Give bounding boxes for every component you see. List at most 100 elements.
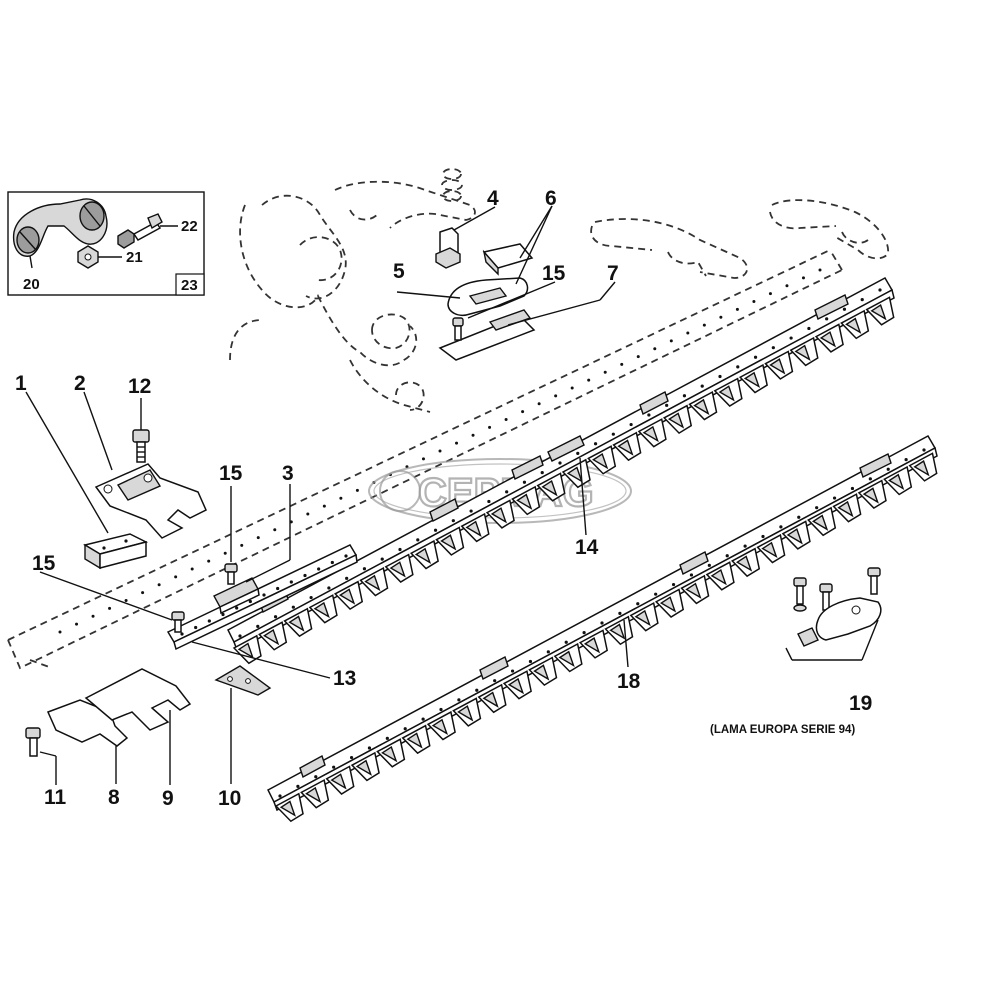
knife-section-bevel — [667, 412, 685, 429]
rivet-hole — [718, 374, 722, 379]
part-15-screws — [171, 563, 238, 633]
rivet-hole — [433, 528, 438, 532]
rivet-hole — [322, 504, 326, 508]
rivet-hole — [344, 554, 348, 558]
rivet-hole — [753, 355, 758, 359]
callout-6: 6 — [545, 187, 557, 210]
callout-21: 21 — [126, 249, 143, 266]
knife-section-bevel — [743, 371, 761, 389]
part-11-bolt — [25, 727, 41, 757]
rivet-hole — [367, 746, 372, 750]
rivet-hole — [878, 288, 882, 292]
bar-holes — [58, 268, 822, 634]
rivet-hole — [493, 679, 497, 683]
rivet-hole — [779, 525, 783, 529]
knife-section-bevel — [533, 664, 550, 681]
knife-section-bevel — [355, 759, 372, 776]
rivet-hole — [725, 554, 729, 558]
rivet-hole — [665, 403, 669, 407]
rivet-hole — [248, 599, 252, 604]
rivet-hole — [768, 292, 772, 296]
rivet-hole — [262, 593, 266, 597]
knife-section-bevel — [870, 304, 887, 321]
rivet-hole — [832, 496, 837, 500]
knife-section-bevel — [566, 466, 583, 483]
rivet-hole — [174, 575, 178, 579]
rivet-hole — [922, 448, 926, 452]
knife-section-bevel — [913, 460, 930, 477]
knife-section-bevel — [288, 615, 305, 632]
rivet-hole — [504, 418, 508, 422]
rivet-hole — [682, 394, 687, 398]
rivet-hole — [141, 591, 145, 595]
knife-section-bevel — [642, 425, 659, 443]
knife-section-bevel — [431, 718, 449, 736]
callout-4: 4 — [487, 187, 499, 210]
knife-section-bevel — [583, 637, 601, 654]
rivet-hole — [654, 592, 658, 596]
rivet-hole — [157, 583, 161, 587]
callout-3: 3 — [282, 462, 294, 485]
rivet-hole — [355, 488, 359, 492]
rivet-hole — [194, 625, 198, 630]
callout-22: 22 — [181, 218, 198, 235]
rivet-hole — [339, 496, 343, 500]
rivet-hole — [576, 451, 580, 455]
rivet-hole — [719, 315, 723, 319]
callout-18: 18 — [617, 670, 641, 693]
knife-section-bevel — [812, 514, 829, 531]
rivet-hole — [850, 486, 855, 491]
rivet-hole — [273, 615, 278, 619]
rivet-hole — [306, 512, 310, 516]
knife-section-bevel — [837, 500, 854, 518]
rivet-hole — [771, 346, 775, 350]
rivet-hole — [801, 276, 805, 280]
part-1-block — [83, 533, 149, 570]
rivet-hole — [58, 630, 62, 634]
part-9-plate — [84, 668, 192, 731]
rivet-hole — [349, 755, 354, 760]
rivet-hole — [554, 394, 558, 398]
knife-section-bevel — [888, 473, 905, 490]
rivet-hole — [289, 580, 293, 584]
strip-holes-13 — [180, 554, 348, 636]
rivet-hole — [330, 560, 334, 565]
rivet-hole — [327, 586, 331, 590]
rivet-hole — [647, 413, 651, 417]
knife-holes-14 — [238, 288, 882, 638]
rivet-hole — [825, 317, 829, 321]
knife-assembly-14 — [227, 276, 895, 665]
rivet-hole — [522, 480, 527, 484]
callout-19: 19 — [849, 692, 872, 715]
callout-14: 14 — [575, 536, 599, 559]
rivet-hole — [190, 567, 194, 571]
rivet-hole — [671, 582, 676, 587]
rivet-hole — [546, 650, 550, 654]
rivet-hole — [629, 422, 633, 427]
part-12-bolt — [132, 429, 150, 463]
rivet-hole — [510, 669, 515, 673]
rivet-hole — [124, 599, 128, 603]
rivet-hole — [207, 619, 211, 623]
rivet-hole — [582, 631, 586, 635]
callout-labels: 1 2 12 15 3 15 13 4 5 6 15 7 14 18 19 (L… — [15, 187, 872, 810]
callout-11: 11 — [44, 786, 67, 809]
rivet-hole — [797, 515, 801, 519]
knife-section-bevel — [862, 487, 879, 504]
callout-15-left-upper: 15 — [219, 462, 243, 485]
knife-section-bevel — [490, 507, 508, 524]
rivet-hole — [707, 563, 711, 567]
rivet-hole — [75, 622, 79, 626]
knife-section-bevel — [845, 317, 862, 334]
callout-8: 8 — [108, 786, 120, 809]
rivet-hole — [886, 467, 890, 471]
knife-section-bevel — [465, 520, 482, 537]
callout-15-left-lower: 15 — [32, 552, 56, 575]
knife-section-bevel — [617, 439, 634, 456]
rivet-hole — [603, 370, 607, 374]
knife-section-bevel — [330, 773, 347, 790]
knife-section-bevel — [718, 385, 735, 402]
callout-15-top: 15 — [542, 262, 566, 285]
rivet-hole — [291, 605, 295, 609]
knife-section-bevel — [406, 732, 423, 749]
